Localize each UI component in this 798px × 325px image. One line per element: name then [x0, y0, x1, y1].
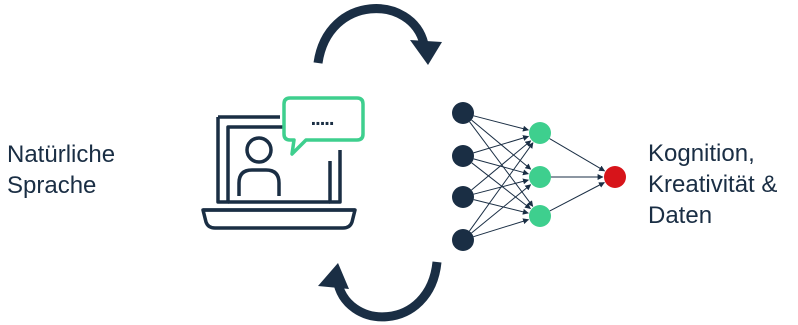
network-connection	[468, 142, 534, 232]
curved-arrow-left-icon	[318, 261, 442, 322]
hidden-node	[529, 122, 551, 144]
curved-arrow-right-icon	[313, 4, 442, 65]
input-node	[452, 186, 474, 208]
neural-network-icon	[452, 102, 626, 251]
chat-bubble-text: .....	[311, 108, 334, 130]
network-connection	[473, 158, 529, 176]
input-node	[452, 145, 474, 167]
chat-bubble-icon: .....	[282, 96, 365, 156]
output-label-line-3: Daten	[648, 202, 713, 229]
laptop-icon	[201, 115, 357, 230]
input-node	[452, 102, 474, 124]
network-connection	[471, 162, 531, 209]
network-connection	[549, 138, 606, 172]
input-label: Natürliche Sprache	[7, 139, 115, 201]
network-connection	[471, 184, 532, 234]
network-connection	[473, 115, 529, 132]
user-avatar-icon	[237, 136, 281, 196]
input-node	[452, 229, 474, 251]
output-label-line-1: Kognition,	[648, 140, 755, 167]
network-connection	[473, 218, 530, 238]
input-label-line-2: Sprache	[7, 172, 97, 199]
hidden-node	[529, 166, 551, 188]
output-label: Kognition, Kreativität & Daten	[648, 138, 777, 231]
input-label-line-1: Natürliche	[7, 141, 116, 168]
laptop-user-chat-icon: .....	[201, 96, 365, 230]
output-label-line-2: Kreativität &	[648, 171, 778, 198]
network-connection	[469, 121, 534, 207]
network-connection	[473, 199, 529, 215]
network-connections	[468, 115, 606, 238]
network-connection	[471, 140, 532, 191]
network-connection	[473, 135, 530, 154]
network-connection	[549, 182, 605, 212]
hidden-node	[529, 205, 551, 227]
output-node	[604, 166, 626, 188]
network-nodes	[452, 102, 626, 251]
